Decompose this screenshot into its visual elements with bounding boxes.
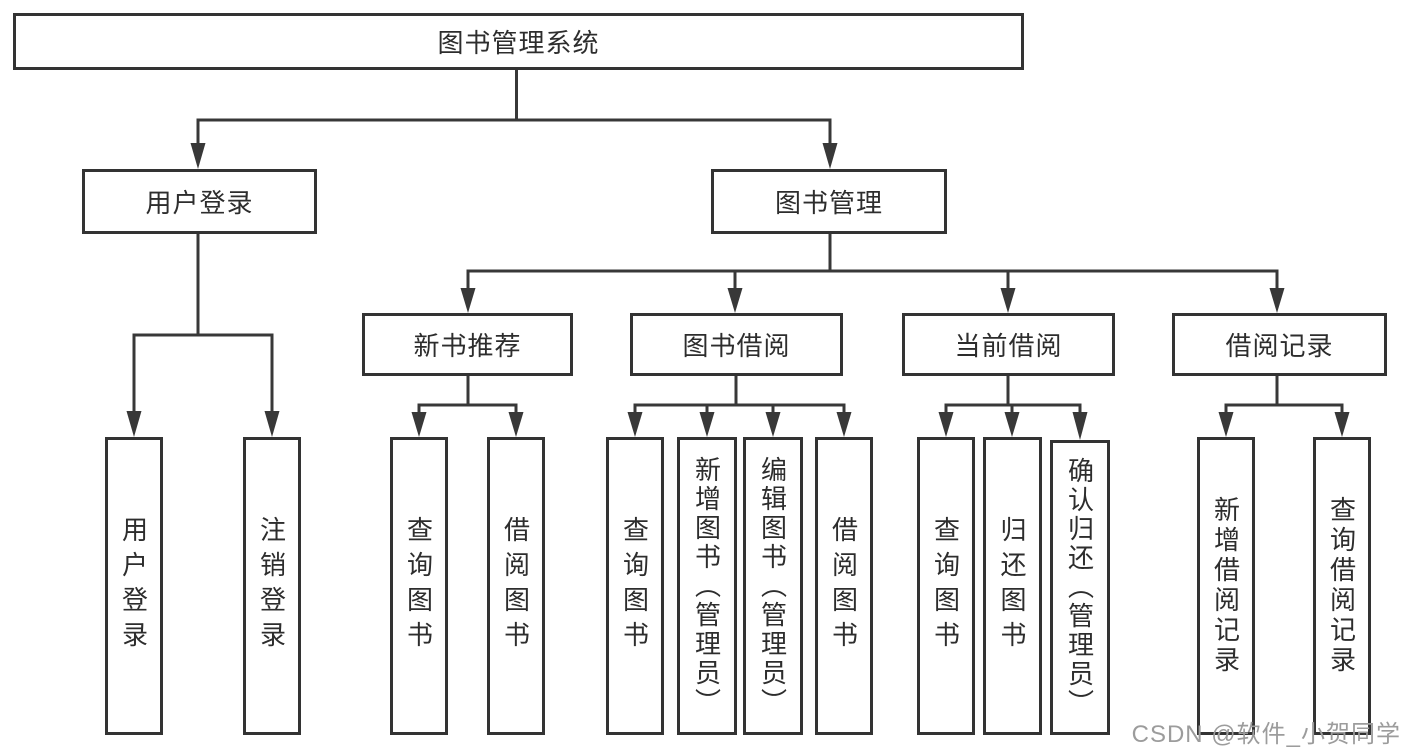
node-label: 归还图书 (997, 516, 1027, 656)
arrow-down-icon (190, 143, 206, 169)
node-new-book-recommend: 新书推荐 (362, 313, 573, 376)
node-label: 用户登录 (145, 188, 254, 218)
leaf-return-books: 归还图书 (983, 437, 1042, 735)
arrow-down-icon (1000, 288, 1016, 313)
leaf-query-books-current: 查询图书 (917, 437, 975, 735)
leaf-add-books-admin: 新增图书（管理员） (677, 437, 737, 735)
node-label: 新书推荐 (413, 331, 522, 361)
node-user-login: 用户登录 (82, 169, 317, 234)
leaf-query-borrow-record: 查询借阅记录 (1313, 437, 1371, 735)
node-label: 查询借阅记录 (1326, 496, 1357, 676)
arrow-down-icon (264, 411, 280, 437)
node-library-management-system: 图书管理系统 (13, 13, 1024, 70)
csdn-watermark: CSDN @软件_小贺同学 (1131, 721, 1401, 747)
node-book-management: 图书管理 (711, 169, 947, 234)
node-label: 图书借阅 (682, 331, 791, 361)
connector-new-book-children (411, 376, 524, 437)
leaf-borrow-books-recommend: 借阅图书 (487, 437, 545, 735)
arrow-down-icon (460, 288, 476, 313)
connector-book-borrow-children (627, 376, 852, 437)
node-label: 编辑图书（管理员） (757, 455, 788, 717)
arrow-down-icon (627, 412, 643, 437)
arrow-down-icon (1269, 288, 1285, 313)
node-label: 查询图书 (930, 516, 961, 656)
node-current-borrow: 当前借阅 (902, 313, 1115, 376)
connector-borrow-records-children (1218, 376, 1350, 437)
node-label: 新增借阅记录 (1210, 496, 1241, 676)
connector-root-to-level2 (190, 70, 838, 169)
arrow-down-icon (822, 143, 838, 169)
connector-book-management-to-level3 (460, 234, 1285, 313)
node-label: 新增图书（管理员） (691, 455, 722, 717)
node-label: 确认归还（管理员） (1064, 457, 1095, 718)
leaf-user-login: 用户登录 (105, 437, 163, 735)
leaf-query-books-borrow: 查询图书 (606, 437, 664, 735)
leaf-add-borrow-record: 新增借阅记录 (1197, 437, 1255, 735)
arrow-down-icon (1334, 412, 1350, 437)
arrow-down-icon (727, 288, 743, 313)
leaf-logout: 注销登录 (243, 437, 301, 735)
leaf-borrow-books: 借阅图书 (815, 437, 873, 735)
node-label: 借阅图书 (500, 516, 531, 656)
arrow-down-icon (938, 412, 954, 437)
arrow-down-icon (1004, 412, 1020, 437)
node-book-borrow: 图书借阅 (630, 313, 843, 376)
leaf-confirm-return-admin: 确认归还（管理员） (1050, 440, 1110, 735)
arrow-down-icon (126, 411, 142, 437)
node-label: 借阅图书 (828, 516, 859, 656)
node-borrow-records: 借阅记录 (1172, 313, 1387, 376)
node-label: 查询图书 (403, 516, 434, 656)
leaf-edit-books-admin: 编辑图书（管理员） (743, 437, 803, 735)
node-label: 查询图书 (619, 516, 650, 656)
node-label: 注销登录 (256, 516, 287, 656)
arrow-down-icon (836, 412, 852, 437)
node-label: 当前借阅 (954, 331, 1063, 361)
connector-current-borrow-children (938, 376, 1088, 440)
arrow-down-icon (411, 412, 427, 437)
node-label: 图书管理系统 (437, 28, 600, 58)
node-label: 用户登录 (118, 516, 149, 656)
arrow-down-icon (508, 412, 524, 437)
node-label: 图书管理 (774, 188, 883, 218)
arrow-down-icon (1072, 412, 1088, 440)
leaf-query-books-recommend: 查询图书 (390, 437, 448, 735)
arrow-down-icon (1218, 412, 1234, 437)
arrow-down-icon (765, 412, 781, 437)
arrow-down-icon (699, 412, 715, 437)
node-label: 借阅记录 (1225, 331, 1334, 361)
connector-user-login-children (126, 234, 280, 437)
